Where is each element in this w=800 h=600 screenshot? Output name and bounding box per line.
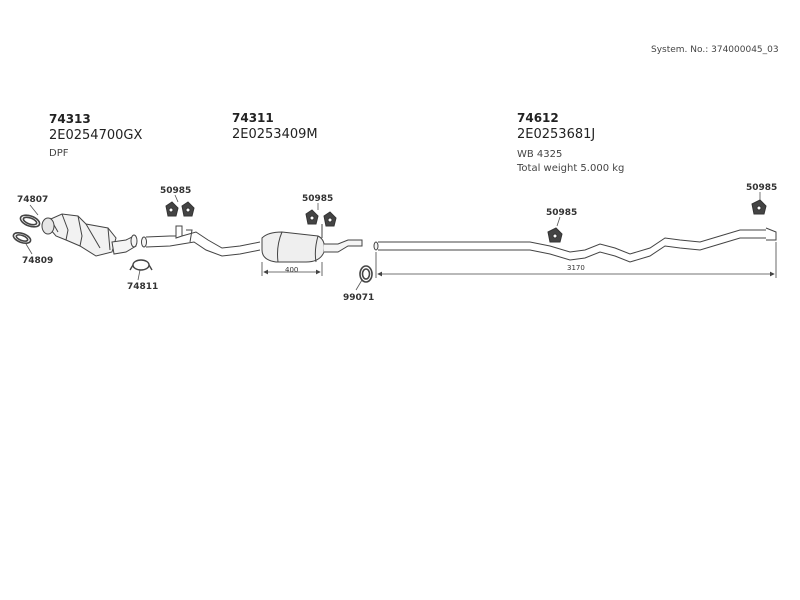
part-note-wheelbase: WB 4325 xyxy=(517,149,563,160)
callout-99071: 99071 xyxy=(343,293,375,303)
part-code-74612: 2E0253681J xyxy=(517,127,596,142)
part-number-74311: 74311 xyxy=(232,111,274,125)
part-code-74313: 2E0254700GX xyxy=(49,128,143,143)
callout-50985-middle: 50985 xyxy=(302,194,334,204)
dimension-3170-lines xyxy=(375,242,777,278)
callout-50985-rear: 50985 xyxy=(546,208,578,218)
hanger-50985-front-shape xyxy=(165,201,195,217)
front-pipe-74311 xyxy=(141,225,261,257)
clamp-99071-shape xyxy=(359,265,373,283)
dpf-unit-shape xyxy=(41,213,117,257)
callout-74809: 74809 xyxy=(22,256,54,266)
callout-74807: 74807 xyxy=(17,195,49,205)
hanger-50985-tail-shape xyxy=(751,199,767,215)
callout-50985-front: 50985 xyxy=(160,186,192,196)
dimension-400-lines xyxy=(261,262,323,276)
part-note-dpf: DPF xyxy=(49,148,69,159)
clamp-74807-shape xyxy=(19,214,41,228)
dpf-outlet-pipe xyxy=(111,234,138,255)
middle-muffler-shape xyxy=(261,231,363,263)
part-number-74313: 74313 xyxy=(49,112,91,126)
callout-50985-tail: 50985 xyxy=(746,183,778,193)
clamp-74811-shape xyxy=(129,259,153,271)
callout-74811: 74811 xyxy=(127,282,159,292)
dimension-pipe-length: 3170 xyxy=(567,264,585,272)
hanger-50985-middle-shape xyxy=(305,209,337,238)
part-code-74311: 2E0253409M xyxy=(232,127,318,142)
system-number: System. No.: 374000045_03 xyxy=(651,45,779,55)
hanger-50985-rear-shape xyxy=(547,227,563,243)
part-note-weight: Total weight 5.000 kg xyxy=(517,163,625,174)
clamp-74809-shape xyxy=(12,231,32,245)
rear-pipe-74612 xyxy=(373,227,777,263)
part-number-74612: 74612 xyxy=(517,111,559,125)
